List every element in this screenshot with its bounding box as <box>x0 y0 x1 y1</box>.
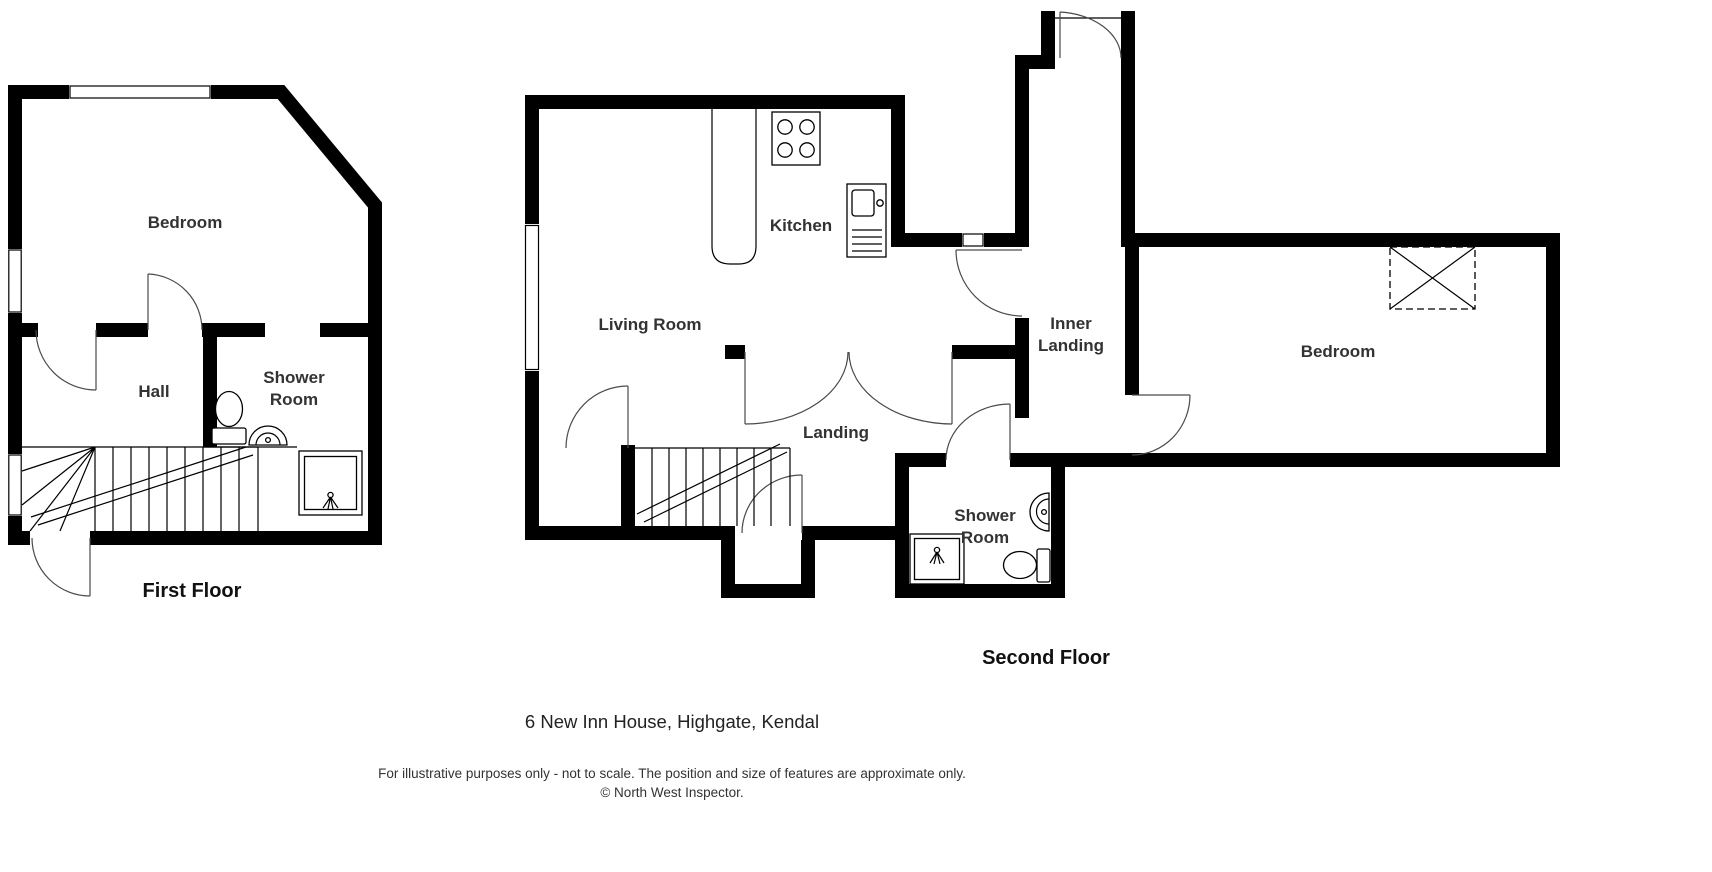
disclaimer-text: For illustrative purposes only - not to … <box>378 766 966 781</box>
room-label-inner-landing-line2: Landing <box>1038 336 1104 355</box>
shower-room-fixtures <box>909 492 1051 585</box>
room-label-inner-landing-line1: Inner <box>1050 314 1092 333</box>
room-label-shower-line1: Shower <box>954 506 1016 525</box>
window <box>8 454 22 516</box>
hob-icon <box>771 111 821 166</box>
first-floor-title: First Floor <box>143 580 242 602</box>
windows <box>7 84 211 516</box>
room-label-shower-line2: Room <box>270 390 318 409</box>
room-label-shower-line2: Room <box>961 528 1009 547</box>
staircase <box>635 443 791 526</box>
windows <box>524 17 1121 371</box>
door-arc <box>565 385 629 449</box>
window <box>962 233 984 247</box>
door-arc <box>1131 394 1191 456</box>
second-floor-plan: Living Room Kitchen Landing Inner Landin… <box>524 10 1560 669</box>
property-address: 6 New Inn House, Highgate, Kendal <box>525 711 819 732</box>
window <box>69 85 211 99</box>
kitchen-sink-icon <box>846 183 887 258</box>
window <box>8 249 22 313</box>
room-label-bedroom: Bedroom <box>148 213 223 232</box>
stair-direction-line <box>30 446 254 526</box>
second-floor-title: Second Floor <box>982 647 1110 669</box>
room-label-bedroom: Bedroom <box>1301 342 1376 361</box>
doors <box>31 273 203 597</box>
toilet-icon <box>211 390 247 445</box>
room-label-living-room: Living Room <box>599 315 702 334</box>
door-arc <box>744 351 849 425</box>
door-arc <box>31 537 91 597</box>
door-arc <box>848 351 953 425</box>
room-label-landing: Landing <box>803 423 869 442</box>
door-arc <box>35 329 97 391</box>
door-arc <box>945 403 1011 461</box>
room-label-kitchen: Kitchen <box>770 216 832 235</box>
kitchen-counter <box>711 109 757 265</box>
rooflight-icon <box>1389 246 1476 310</box>
footer: 6 New Inn House, Highgate, Kendal For il… <box>378 711 966 800</box>
door-arc <box>1059 11 1122 59</box>
room-label-hall: Hall <box>138 382 169 401</box>
toilet-icon <box>1002 548 1051 583</box>
copyright-text: © North West Inspector. <box>600 785 743 800</box>
kitchen-fittings <box>711 109 887 265</box>
window <box>524 224 540 371</box>
first-floor-plan: Bedroom Hall Shower Room First Floor <box>7 84 382 602</box>
sink-icon <box>248 425 288 446</box>
shower-room-fixtures <box>204 390 363 516</box>
wall-openings <box>30 322 320 546</box>
shower-tray-icon <box>909 533 965 585</box>
sink-icon <box>1029 492 1050 532</box>
door-arc <box>147 273 203 331</box>
stair-direction-line <box>636 443 788 523</box>
doors <box>565 11 1191 534</box>
room-label-shower-line1: Shower <box>263 368 325 387</box>
shower-tray-icon <box>298 450 363 516</box>
door-arc <box>955 249 1023 317</box>
